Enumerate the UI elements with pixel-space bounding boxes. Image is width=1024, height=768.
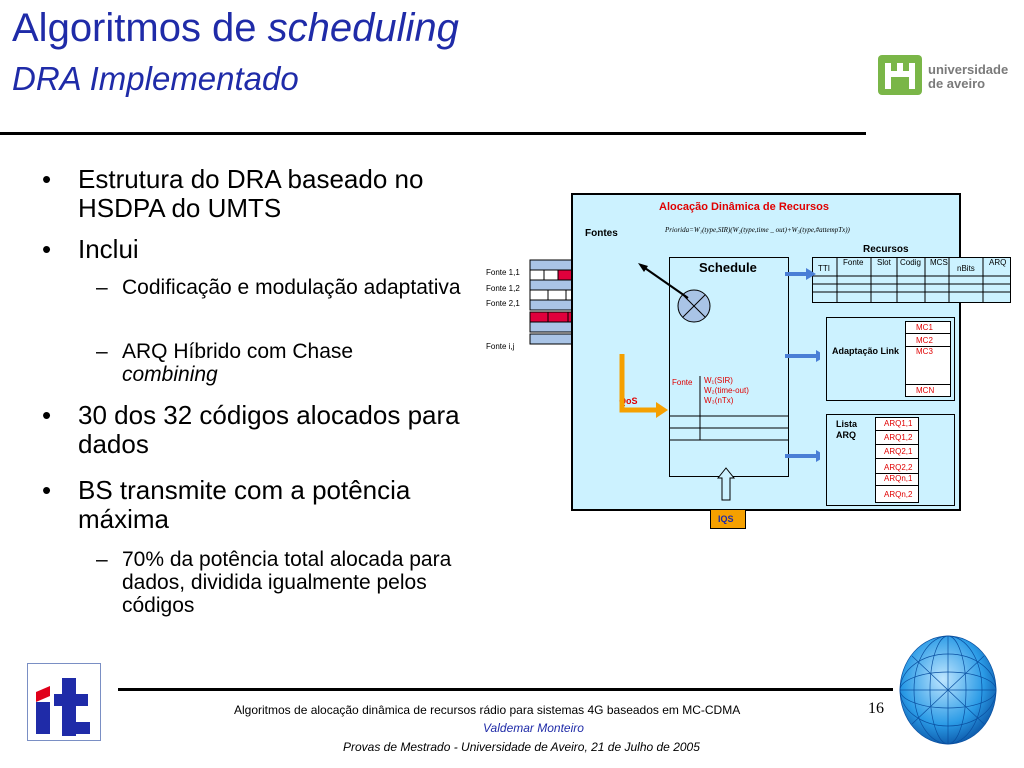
fonte-label-1: Fonte 1,1 [486, 268, 520, 277]
adaptacao-link-box: Adaptação Link MC1 MC2 MC3 MCN [826, 317, 955, 401]
mc-item-n: MCN [916, 386, 935, 395]
globe-icon [899, 635, 997, 745]
mc-item-1: MC1 [916, 323, 933, 332]
page-subtitle: DRA Implementado [12, 60, 299, 97]
res-header-fonte: Fonte [843, 258, 864, 267]
resources-table: TTI Fonte Slot Codig MCS nBits ARQ [812, 257, 1011, 303]
weight-2: W₂(time-out) [704, 386, 749, 395]
diagram-title: Alocação Dinâmica de Recursos [659, 201, 829, 213]
mc-item-3: MC3 [916, 347, 933, 356]
bullet-4: • BS transmite com a potência máxima [42, 475, 411, 534]
logo-text-line2: de aveiro [928, 76, 986, 91]
mc-item-2: MC2 [916, 336, 933, 345]
footer-title: Algoritmos de alocação dinâmica de recur… [234, 703, 741, 717]
footer-author: Valdemar Monteiro [483, 721, 584, 735]
fontes-label: Fontes [585, 228, 618, 239]
title-divider [0, 132, 866, 135]
priority-formula: Priorida=W₁(type,SIR)(W₂(type,time _ out… [665, 226, 850, 234]
adapt-label: Adaptação Link [832, 346, 900, 356]
res-header-slot: Slot [877, 258, 891, 267]
res-header-codig: Codig [900, 258, 921, 267]
arq-item-4: ARQ2,2 [884, 463, 913, 472]
fonte-label-3: Fonte 2,1 [486, 299, 520, 308]
arq-item-2: ARQ1,2 [884, 433, 913, 442]
schedule-label: Schedule [699, 260, 757, 275]
bullet-3: • 30 dos 32 códigos alocados para dados [42, 400, 460, 459]
subbullet-2: – ARQ Híbrido com Chase combining [96, 340, 354, 386]
scheduler-switch-icon [677, 289, 711, 323]
footer-event: Provas de Mestrado - Universidade de Ave… [343, 740, 700, 754]
arq-item-5: ARQn,1 [884, 474, 913, 483]
res-header-nbits: nBits [957, 264, 975, 273]
qos-label: QoS [619, 396, 638, 406]
recursos-label: Recursos [863, 244, 909, 255]
res-header-mcs: MCS [930, 258, 948, 267]
fonte-label-2: Fonte 1,2 [486, 284, 520, 293]
iqs-label: IQS [718, 514, 734, 524]
dra-diagram: Alocação Dinâmica de Recursos Fontes Pri… [571, 193, 1011, 511]
university-logo: universidade de aveiro [876, 51, 1016, 99]
fonte-label-4: Fonte i,j [486, 342, 515, 351]
sched-fonte-header: Fonte [672, 378, 693, 387]
page-number: 16 [868, 700, 884, 717]
it-logo-icon [36, 678, 90, 736]
bullet-1: • Estrutura do DRA baseado no HSDPA do U… [42, 164, 424, 223]
logo-text-line1: universidade [928, 62, 1009, 77]
weight-1: W₁(SIR) [704, 376, 733, 385]
arq-item-6: ARQn,2 [884, 490, 913, 499]
mc-list: MC1 MC2 MC3 MCN [905, 321, 951, 397]
subbullet-3: – 70% da potência total alocada para dad… [96, 548, 452, 617]
university-emblem-icon [878, 55, 922, 95]
weight-3: W₃(nTx) [704, 396, 734, 405]
lista-arq-box: Lista ARQ ARQ1,1 ARQ1,2 ARQ2,1 ARQ2,2 AR… [826, 414, 955, 506]
res-header-tti: TTI [818, 264, 830, 273]
weights-table: Fonte W₁(SIR) W₂(time-out) W₃(nTx) [670, 376, 788, 446]
subbullet-1: – Codificação e modulação adaptativa [96, 276, 461, 299]
it-logo [27, 663, 101, 741]
arq-list: ARQ1,1 ARQ1,2 ARQ2,1 ARQ2,2 ARQn,1 ARQn,… [875, 417, 919, 503]
res-header-arq: ARQ [989, 258, 1007, 267]
bullet-2: • Inclui [42, 234, 139, 264]
iqs-box: IQS [710, 509, 746, 529]
page-title: Algoritmos de scheduling [12, 6, 459, 50]
arq-item-3: ARQ2,1 [884, 447, 913, 456]
lista-arq-label: Lista ARQ [836, 419, 858, 440]
arq-item-1: ARQ1,1 [884, 419, 913, 428]
footer-divider [118, 688, 893, 691]
diagram-arrows [619, 263, 820, 501]
